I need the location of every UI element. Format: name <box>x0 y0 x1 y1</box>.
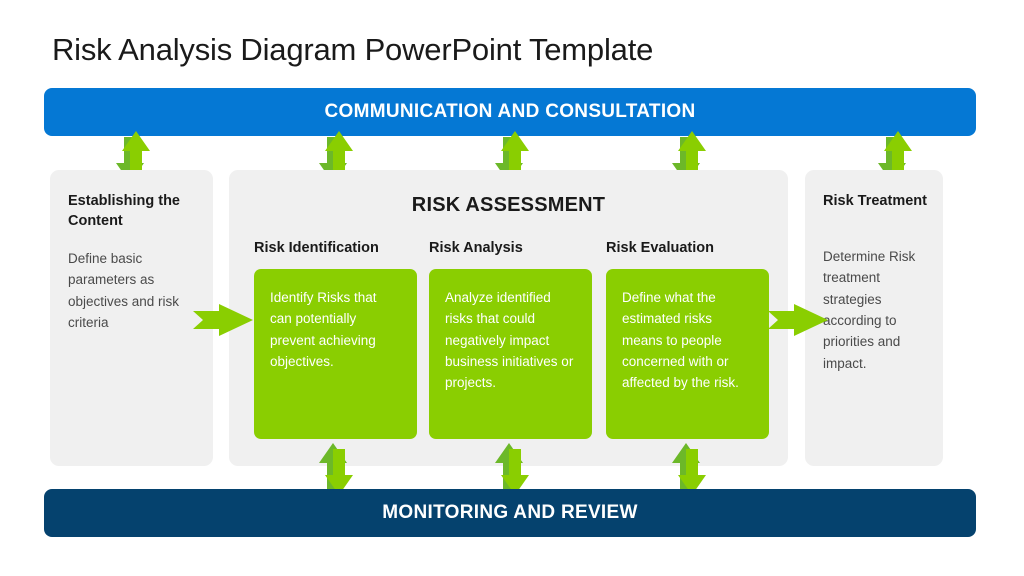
risk-assessment-panel: RISK ASSESSMENT Risk Identification Iden… <box>229 170 788 466</box>
up-down-arrow-icon-bottom-2 <box>489 443 535 495</box>
risk-analysis-box: Analyze identified risks that could nega… <box>429 269 592 439</box>
risk-identification-body: Identify Risks that can potentially prev… <box>270 290 377 369</box>
risk-treatment-body: Determine Risk treatment strategies acco… <box>823 249 916 371</box>
establishing-body: Define basic parameters as objectives an… <box>68 251 180 330</box>
risk-identification-box: Identify Risks that can potentially prev… <box>254 269 417 439</box>
risk-assessment-title: RISK ASSESSMENT <box>411 194 606 216</box>
page-title: Risk Analysis Diagram PowerPoint Templat… <box>52 32 654 67</box>
establishing-the-content-panel: Establishing the Content Define basic pa… <box>50 170 213 466</box>
communication-banner-label: COMMUNICATION AND CONSULTATION <box>324 101 696 122</box>
risk-treatment-panel: Risk Treatment Determine Risk treatment … <box>805 170 943 466</box>
risk-treatment-heading: Risk Treatment <box>823 193 927 209</box>
risk-identification-column: Risk Identification Identify Risks that … <box>254 240 417 439</box>
up-down-arrow-icon-bottom-3 <box>666 443 712 495</box>
risk-analysis-heading: Risk Analysis <box>429 240 523 256</box>
risk-evaluation-box: Define what the estimated risks means to… <box>606 269 769 439</box>
risk-identification-heading: Risk Identification <box>254 240 379 256</box>
communication-and-consultation-banner: COMMUNICATION AND CONSULTATION <box>44 88 976 136</box>
risk-evaluation-heading: Risk Evaluation <box>606 240 714 256</box>
monitoring-banner-label: MONITORING AND REVIEW <box>382 502 638 523</box>
risk-evaluation-column: Risk Evaluation Define what the estimate… <box>606 240 769 439</box>
risk-evaluation-body: Define what the estimated risks means to… <box>622 290 739 391</box>
risk-analysis-body: Analyze identified risks that could nega… <box>445 290 574 391</box>
up-down-arrow-icon-bottom-1 <box>313 443 359 495</box>
right-arrow-icon-left-to-center <box>193 303 253 337</box>
monitoring-and-review-banner: MONITORING AND REVIEW <box>44 489 976 537</box>
establishing-heading: Establishing the Content <box>68 193 180 229</box>
risk-analysis-column: Risk Analysis Analyze identified risks t… <box>429 240 592 439</box>
right-arrow-icon-center-to-right <box>768 303 828 337</box>
